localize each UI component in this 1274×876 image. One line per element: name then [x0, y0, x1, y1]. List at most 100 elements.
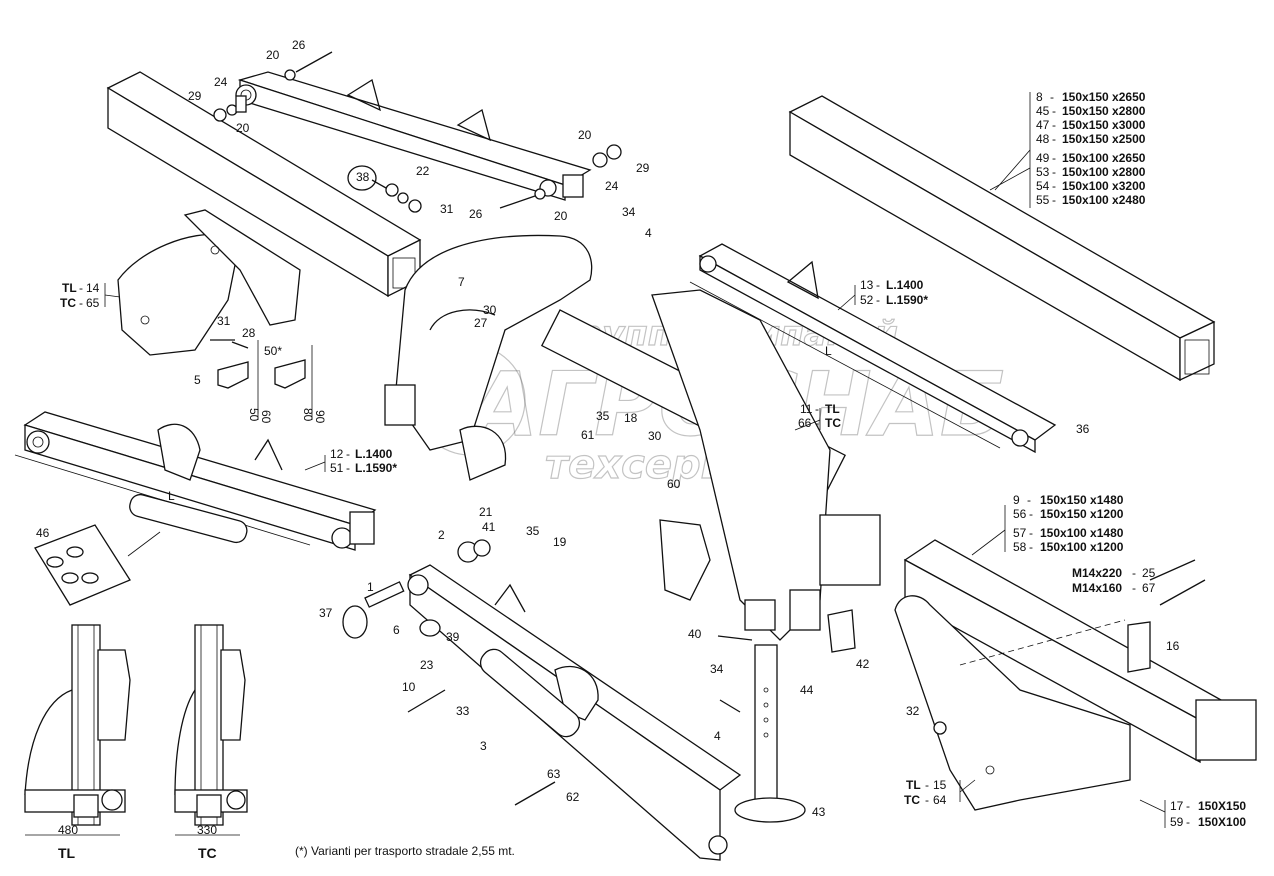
svg-text:-: -	[1029, 507, 1033, 521]
svg-text:150x100 x1480: 150x100 x1480	[1040, 526, 1124, 540]
callout: 3	[480, 739, 487, 753]
svg-text:64: 64	[933, 793, 947, 807]
svg-text:-: -	[876, 293, 880, 307]
label-arm-right: 13-L.1400 52-L.1590*	[860, 278, 928, 307]
svg-text:-: -	[1052, 179, 1056, 193]
label-left-bracket: TL-14 TC-65	[60, 281, 100, 310]
svg-text:150x100 x3200: 150x100 x3200	[1062, 179, 1146, 193]
view-tl-label: TL	[58, 845, 76, 861]
table-row: M14x220-25	[1072, 566, 1156, 580]
svg-text:TL: TL	[62, 281, 77, 295]
callout: 46	[36, 526, 50, 540]
callout: 20	[578, 128, 592, 142]
top-lift-bar	[235, 71, 592, 201]
svg-text:-: -	[346, 461, 350, 475]
svg-text:150x100 x2800: 150x100 x2800	[1062, 165, 1146, 179]
svg-text:11: 11	[800, 402, 813, 416]
svg-text:-: -	[1052, 132, 1056, 146]
svg-text:-: -	[1050, 90, 1054, 104]
callout: 31	[217, 314, 231, 328]
svg-text:150x150 x2650: 150x150 x2650	[1062, 90, 1146, 104]
svg-text:150x150 x3000: 150x150 x3000	[1062, 118, 1146, 132]
view-tl: 480 TL	[24, 624, 131, 861]
callout: 41	[482, 520, 496, 534]
left-arm: L	[14, 411, 377, 551]
callout: 42	[856, 657, 870, 671]
callout: 35	[526, 524, 540, 538]
svg-text:59: 59	[1170, 815, 1184, 829]
svg-text:45: 45	[1036, 104, 1050, 118]
view-tl-dim: 480	[58, 823, 78, 837]
callout: 21	[479, 505, 493, 519]
callout: 26	[292, 38, 306, 52]
svg-text:-: -	[876, 278, 880, 292]
svg-text:56: 56	[1013, 507, 1027, 521]
svg-text:-: -	[79, 281, 83, 295]
top-right-beam	[788, 95, 1216, 382]
svg-text:-: -	[1052, 151, 1056, 165]
callout: 35	[596, 409, 610, 423]
svg-text:-: -	[1186, 799, 1190, 813]
top-bar-hardware	[213, 51, 622, 213]
callout: 5	[194, 373, 201, 387]
svg-text:-: -	[925, 793, 929, 807]
callout: 16	[1166, 639, 1180, 653]
table-row: 9-150x150 x1480	[1013, 493, 1124, 507]
view-tc-dim: 330	[197, 823, 217, 837]
svg-text:L.1400: L.1400	[886, 278, 924, 292]
svg-text:12: 12	[330, 447, 344, 461]
ruler-80: 80	[301, 408, 315, 422]
callout: 4	[714, 729, 721, 743]
svg-text:54: 54	[1036, 179, 1050, 193]
svg-text:-: -	[346, 447, 350, 461]
svg-text:48: 48	[1036, 132, 1050, 146]
svg-text:58: 58	[1013, 540, 1027, 554]
callout: 30	[483, 303, 497, 317]
svg-text:150x100 x2480: 150x100 x2480	[1062, 193, 1146, 207]
table-row: 53-150x100 x2800	[1036, 165, 1146, 179]
right-arm: L	[689, 243, 1057, 454]
svg-text:-: -	[1132, 581, 1136, 595]
table-row: 59-150X100	[1170, 815, 1246, 829]
svg-text:-: -	[1052, 118, 1056, 132]
svg-text:55: 55	[1036, 193, 1050, 207]
callout: 26	[469, 207, 483, 221]
svg-text:13: 13	[860, 278, 874, 292]
svg-text:25: 25	[1142, 566, 1156, 580]
svg-text:-: -	[1052, 165, 1056, 179]
callout: 24	[214, 75, 228, 89]
svg-text:TL: TL	[825, 402, 840, 416]
top-left-beam	[106, 71, 422, 298]
callout: 63	[547, 767, 561, 781]
svg-text:150x150 x2500: 150x150 x2500	[1062, 132, 1146, 146]
callout: 43	[812, 805, 826, 819]
callout: 30	[648, 429, 662, 443]
callout: 60	[667, 477, 681, 491]
dim-L-left: L	[168, 489, 175, 503]
label-center-plate: 11-TL 66-TC	[798, 402, 841, 430]
callout: 20	[236, 121, 250, 135]
callout: 61	[581, 428, 595, 442]
svg-text:TC: TC	[904, 793, 920, 807]
svg-text:52: 52	[860, 293, 874, 307]
table-bolts: M14x220-25 M14x160-67	[1072, 566, 1156, 595]
callout: 20	[554, 209, 568, 223]
callout: 40	[688, 627, 702, 641]
svg-text:150x100 x1200: 150x100 x1200	[1040, 540, 1124, 554]
svg-text:M14x160: M14x160	[1072, 581, 1122, 595]
label-right-bracket: TL-15 TC-64	[904, 778, 947, 807]
svg-text:-: -	[1027, 493, 1031, 507]
svg-text:-: -	[1029, 526, 1033, 540]
callout: 19	[553, 535, 567, 549]
callout: 6	[393, 623, 400, 637]
callout: 33	[456, 704, 470, 718]
svg-text:-: -	[79, 296, 83, 310]
svg-text:15: 15	[933, 778, 947, 792]
svg-text:53: 53	[1036, 165, 1050, 179]
callout: 37	[319, 606, 333, 620]
svg-text:14: 14	[86, 281, 100, 295]
svg-text:TL: TL	[906, 778, 921, 792]
svg-text:9: 9	[1013, 493, 1020, 507]
